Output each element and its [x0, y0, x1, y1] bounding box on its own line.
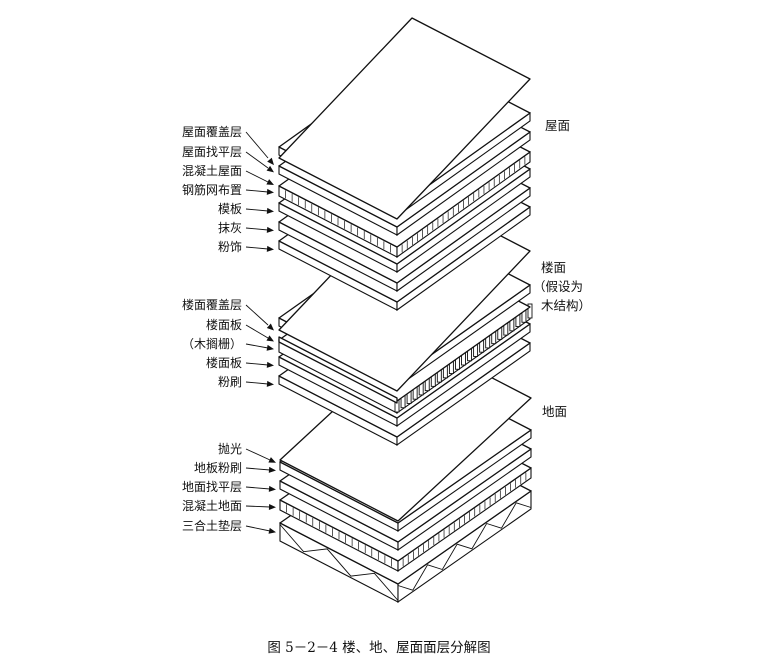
label-floor-paint-ground: 地板粉刷	[194, 461, 242, 475]
leader-arrowhead	[266, 245, 274, 252]
plate-ground-base-zigzag-left	[279, 524, 399, 601]
leader-line	[245, 486, 271, 490]
group-title-roof: 屋面	[545, 118, 570, 133]
label-formwork: 模板	[218, 202, 242, 216]
layer-plates	[278, 17, 533, 604]
group-title-floor-line1: 楼面	[541, 260, 566, 275]
leader-line	[245, 246, 269, 250]
roof-layer-labels: 屋面覆盖层 屋面找平层 混凝土屋面 钢筋网布置 模板 抹灰 粉饰	[182, 125, 242, 254]
label-floor-paint: 粉刷	[218, 375, 242, 389]
leader-line	[245, 448, 271, 461]
label-plaster: 抹灰	[218, 221, 242, 235]
leader-arrowhead	[266, 323, 274, 331]
label-wood-joists: （木搁栅）	[182, 336, 242, 351]
leader-arrowhead	[266, 361, 274, 368]
label-roof-screed: 屋面找平层	[182, 145, 242, 159]
label-ground-screed: 地面找平层	[182, 480, 242, 494]
label-polish: 抛光	[218, 441, 242, 456]
label-concrete-roof: 混凝土屋面	[182, 163, 242, 178]
leader-arrowhead	[268, 503, 276, 510]
figure-caption: 图 5－2－4 楼、地、屋面面层分解图	[267, 640, 490, 656]
leader-line	[245, 170, 269, 183]
label-roof-covering: 屋面覆盖层	[182, 125, 242, 139]
plate-roof-cover-top	[278, 17, 531, 220]
group-title-floor-line2: （假设为	[533, 279, 583, 294]
plate-floor-joists-joist-rib	[527, 303, 533, 319]
leader-arrowhead	[267, 157, 274, 166]
label-floor-covering: 楼面覆盖层	[182, 297, 242, 312]
leader-arrowhead	[266, 207, 274, 214]
plate-ground-base-zigzag	[397, 502, 532, 591]
leader-arrowhead	[266, 165, 274, 173]
leader-arrowhead	[266, 380, 274, 387]
ground-layer-labels: 抛光 地板粉刷 地面找平层 混凝土地面 三合土垫层	[182, 441, 242, 533]
leader-line	[245, 525, 271, 532]
label-finish-coat: 粉饰	[218, 240, 242, 254]
leader-arrowhead	[268, 485, 276, 492]
plate-floor-joists-edge-rail	[278, 336, 398, 404]
leader-line	[245, 208, 269, 212]
label-concrete-ground: 混凝土地面	[182, 498, 242, 513]
group-title-floor-line3: 木结构）	[541, 298, 591, 313]
leader-arrowhead	[266, 179, 274, 185]
leader-line	[245, 467, 271, 471]
leader-line	[245, 151, 269, 169]
leader-line	[245, 131, 269, 159]
group-title-ground: 地面	[542, 404, 567, 419]
floor-layer-labels: 楼面覆盖层 楼面板 （木搁栅） 楼面板 粉刷	[182, 297, 242, 389]
leader-line	[245, 381, 269, 385]
leader-arrowhead	[266, 226, 274, 233]
leader-lines	[245, 131, 276, 534]
leader-line	[245, 227, 269, 231]
leader-arrowhead	[268, 457, 276, 463]
leader-line	[245, 189, 269, 193]
leader-arrowhead	[266, 344, 274, 351]
leader-arrowhead	[266, 335, 274, 342]
leader-line	[245, 343, 269, 349]
leader-line	[245, 304, 269, 326]
label-rebar-mesh: 钢筋网布置	[182, 182, 242, 197]
leader-line	[245, 505, 271, 508]
leader-line	[245, 362, 269, 366]
leader-arrowhead	[268, 527, 276, 534]
plate-roof-cover	[278, 17, 531, 220]
leader-arrowhead	[266, 188, 274, 195]
label-floor-board-top: 楼面板	[206, 317, 242, 332]
label-floor-board-bottom: 楼面板	[206, 355, 242, 370]
leader-arrowhead	[268, 466, 276, 473]
label-lime-soil-base: 三合土垫层	[182, 518, 242, 533]
leader-line	[245, 324, 269, 339]
